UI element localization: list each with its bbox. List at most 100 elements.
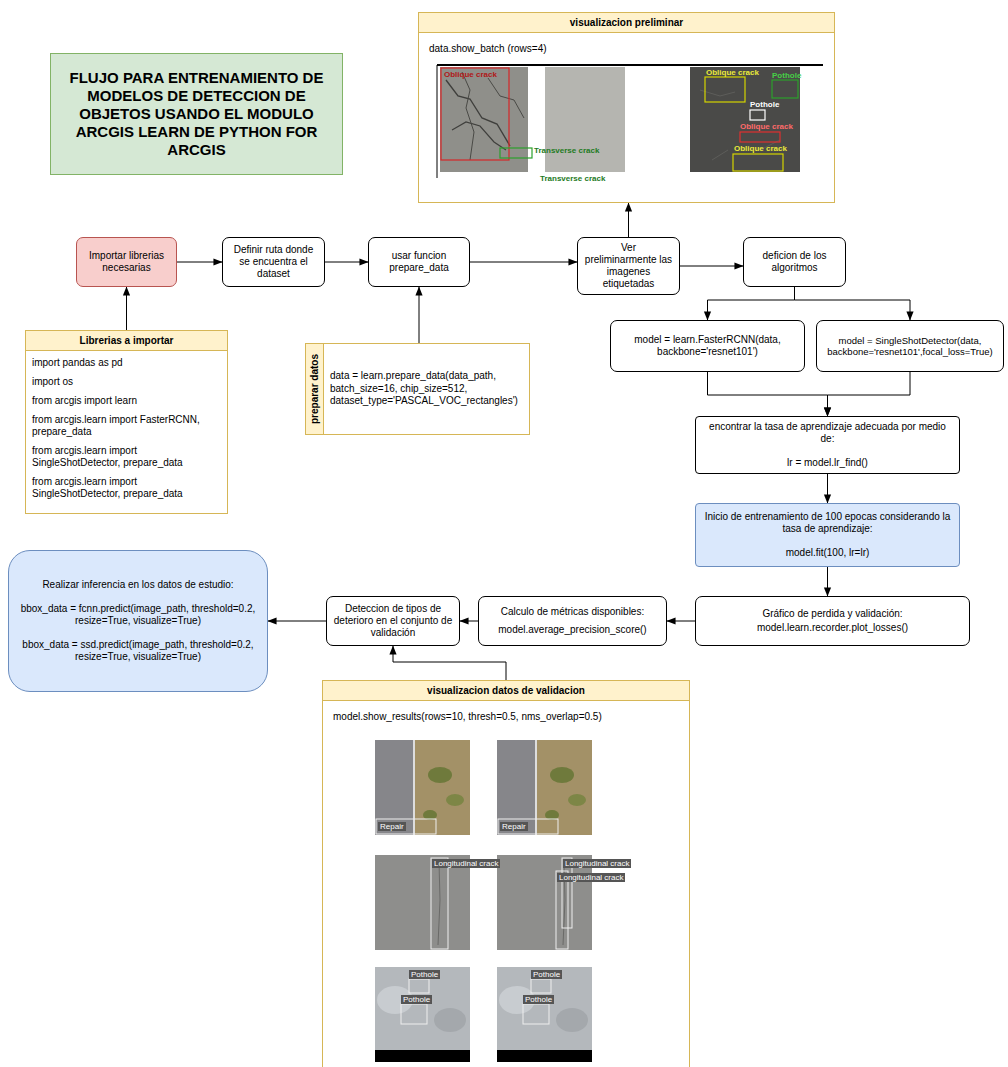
code-text: from arcgis.learn import SingleShotDetec… — [32, 476, 221, 500]
image-label: Pothole — [531, 970, 562, 979]
flow-arrow — [393, 646, 506, 680]
photo-shape — [452, 122, 506, 150]
flow-arrow — [419, 287, 420, 343]
flow-arrow — [827, 567, 828, 596]
process-box: Ver preliminarmente las imagenes etiquet… — [577, 237, 680, 295]
flow-arrow — [680, 266, 743, 267]
code-text: lr = model.lr_find() — [702, 457, 953, 469]
panel-body: data.show_batch (rows=4) — [419, 33, 834, 202]
photo-shape — [446, 80, 510, 146]
photo-shape — [415, 740, 470, 835]
flow-arrow — [460, 621, 478, 622]
box-text: deficion de los algoritmos — [750, 250, 839, 274]
flow-arrow — [470, 262, 577, 263]
photo-shape — [498, 819, 558, 834]
process-box: Deteccion de tipos de deterioro en el co… — [326, 596, 460, 646]
photo-shape — [497, 740, 592, 835]
code-panel: preparar datos data = learn.prepare_data(… — [305, 343, 530, 435]
photo-shape — [441, 68, 509, 160]
photo-shape — [497, 967, 592, 1062]
process-box: Definir ruta donde se encuentra el datas… — [222, 237, 325, 287]
image-label: Longitudinal crack — [563, 859, 631, 868]
box-text: Calculo de métricas disponibles: — [485, 606, 660, 618]
photo-shape — [437, 65, 438, 178]
process-box: deficion de los algoritmos — [743, 237, 846, 287]
panel-header: visualizacion datos de validacion — [323, 681, 689, 701]
validation-photos — [375, 740, 592, 1062]
flow-arrow — [325, 262, 368, 263]
box-text: Deteccion de tipos de deterioro en el co… — [333, 603, 453, 639]
panel-heading: visualizacion datos de validacion — [327, 685, 685, 697]
panel-heading: Librerias a importar — [30, 335, 223, 347]
photo-shape — [733, 154, 783, 171]
flow-arrow — [708, 372, 828, 416]
process-box: Gráfico de perdida y validación:model.le… — [695, 596, 970, 646]
code-text: model.show_results(rows=10, thresh=0.5, … — [333, 711, 679, 723]
photo-shape — [497, 855, 592, 950]
photo-shape — [740, 132, 780, 142]
photo-shape — [446, 794, 464, 806]
panel-body: model.show_results(rows=10, thresh=0.5, … — [323, 701, 689, 1067]
panel-header: preparar datos — [306, 344, 324, 434]
photo-shape — [500, 148, 532, 158]
flow-arrow — [828, 372, 911, 416]
box-text: Realizar inferencia en los datos de estu… — [19, 579, 257, 591]
flow-arrow — [628, 203, 629, 237]
process-box: encontrar la tasa de aprendizaje adecuad… — [695, 416, 960, 474]
photo-shape — [409, 979, 429, 993]
photo-shape — [434, 1008, 466, 1032]
flow-arrow — [667, 621, 695, 622]
photo-shape — [431, 858, 448, 949]
flow-arrow — [268, 621, 326, 622]
image-label: Oblique crack — [706, 68, 759, 77]
photo-shape — [550, 767, 574, 783]
box-text: Definir ruta donde se encuentra el datas… — [229, 244, 318, 280]
photo-shape — [556, 1008, 588, 1032]
code-text: data = learn.prepare_data(data_path, bat… — [330, 370, 523, 408]
photo-shape — [375, 1050, 470, 1062]
photo-shape — [545, 67, 625, 172]
image-label: Pothole — [750, 100, 779, 109]
start-box: Importar librerias necesarias — [76, 237, 177, 287]
photo-shape — [535, 740, 537, 835]
box-text: Gráfico de perdida y validación: — [702, 608, 963, 620]
image-label: Transverse crack — [540, 174, 605, 183]
image-label: Oblique crack — [734, 144, 787, 153]
panel-header: visualizacion preliminar — [419, 13, 834, 33]
photo-shape — [401, 1004, 427, 1024]
photo-shape — [772, 80, 798, 98]
code-text: model.fit(100, lr=lr) — [702, 547, 953, 559]
photo-shape — [690, 67, 800, 172]
box-text: Ver preliminarmente las imagenes etiquet… — [584, 242, 673, 290]
photo-shape — [537, 740, 592, 835]
image-label: Pothole — [401, 995, 432, 1004]
code-text: model.average_precision_score() — [485, 624, 660, 636]
flow-arrow — [126, 287, 127, 330]
image-label: Transverse crack — [534, 146, 599, 155]
flow-arrow — [795, 287, 911, 320]
photo-shape — [428, 767, 452, 783]
diagram-title: FLUJO PARA ENTRENAMIENTO DE MODELOS DE D… — [50, 53, 343, 175]
box-text: Inicio de entrenamiento de 100 epocas co… — [702, 511, 953, 535]
code-panel: Librerias a importarimport pandas as pdi… — [25, 330, 228, 514]
photo-shape — [705, 77, 745, 102]
image-label: Repair — [378, 822, 406, 831]
image-label: Oblique crack — [444, 70, 497, 79]
photo-shape — [556, 871, 568, 949]
photo-shape — [438, 862, 440, 945]
code-text: from arcgis import learn — [32, 395, 221, 407]
box-text: encontrar la tasa de aprendizaje adecuad… — [702, 421, 953, 445]
image-label: Longitudinal crack — [432, 859, 500, 868]
process-box: model = SingleShotDetector(data, backbon… — [816, 320, 1004, 372]
photo-shape — [375, 740, 470, 835]
panel-heading: visualizacion preliminar — [423, 17, 830, 29]
photo-shape — [497, 1050, 592, 1062]
photo-shape — [376, 819, 436, 834]
code-text: bbox_data = ssd.predict(image_path, thre… — [19, 639, 257, 663]
photo-shape — [375, 740, 413, 835]
photo-shape — [568, 794, 586, 806]
process-box: model = learn.FasterRCNN(data, backbone=… — [610, 320, 805, 372]
code-text: bbox_data = fcnn.predict(image_path, thr… — [19, 603, 257, 627]
panel-header: Librerias a importar — [26, 331, 227, 351]
box-text: model = SingleShotDetector(data, backbon… — [820, 335, 1000, 358]
